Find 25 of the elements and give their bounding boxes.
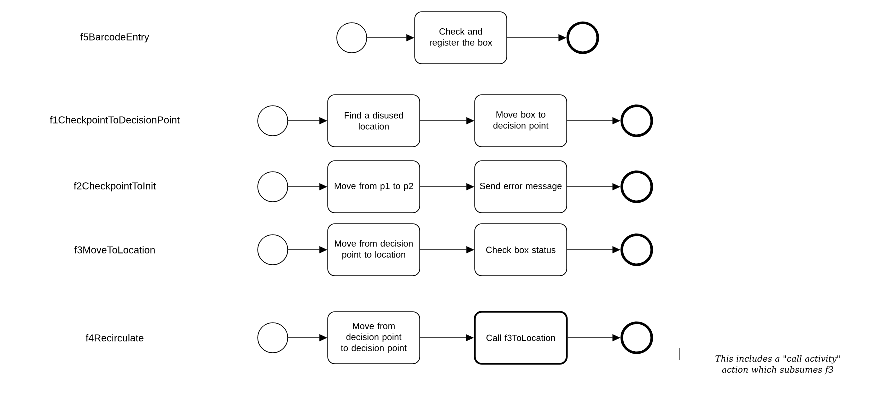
task-box: Check box status — [474, 224, 568, 276]
task-box: Find a disused location — [328, 94, 420, 148]
start-event-circle — [258, 106, 288, 136]
task-box: Move from decision point to location — [328, 224, 420, 276]
process-name: f2CheckpointToInit — [74, 182, 156, 192]
start-event-circle — [258, 234, 288, 266]
end-event-circle — [566, 22, 600, 54]
call-activity-box: Call f3ToLocation — [474, 311, 568, 365]
start-event-circle — [258, 322, 288, 354]
task-box: Move box to decision point — [474, 94, 568, 148]
end-event-circle — [620, 170, 654, 204]
end-event-circle — [620, 322, 654, 354]
process-name: f5BarcodeEntry — [80, 33, 150, 43]
task-box: Check and register the box — [414, 12, 508, 64]
end-event-circle — [620, 104, 654, 138]
task-box: Send error message — [474, 160, 568, 214]
process-name: f1CheckpointToDecisionPoint — [50, 116, 180, 126]
process-name: f4Recirculate — [86, 334, 144, 342]
task-box: Move from decision point to decision point — [328, 312, 420, 364]
task-box: Move from p1 to p2 — [328, 160, 420, 214]
end-event-circle — [620, 234, 654, 266]
process-name: f3MoveToLocation — [74, 246, 155, 254]
annotation-text: This includes a "call activity" action which subsumes f3 — [716, 355, 840, 375]
start-event-circle — [258, 172, 288, 202]
start-event-circle — [336, 22, 368, 54]
